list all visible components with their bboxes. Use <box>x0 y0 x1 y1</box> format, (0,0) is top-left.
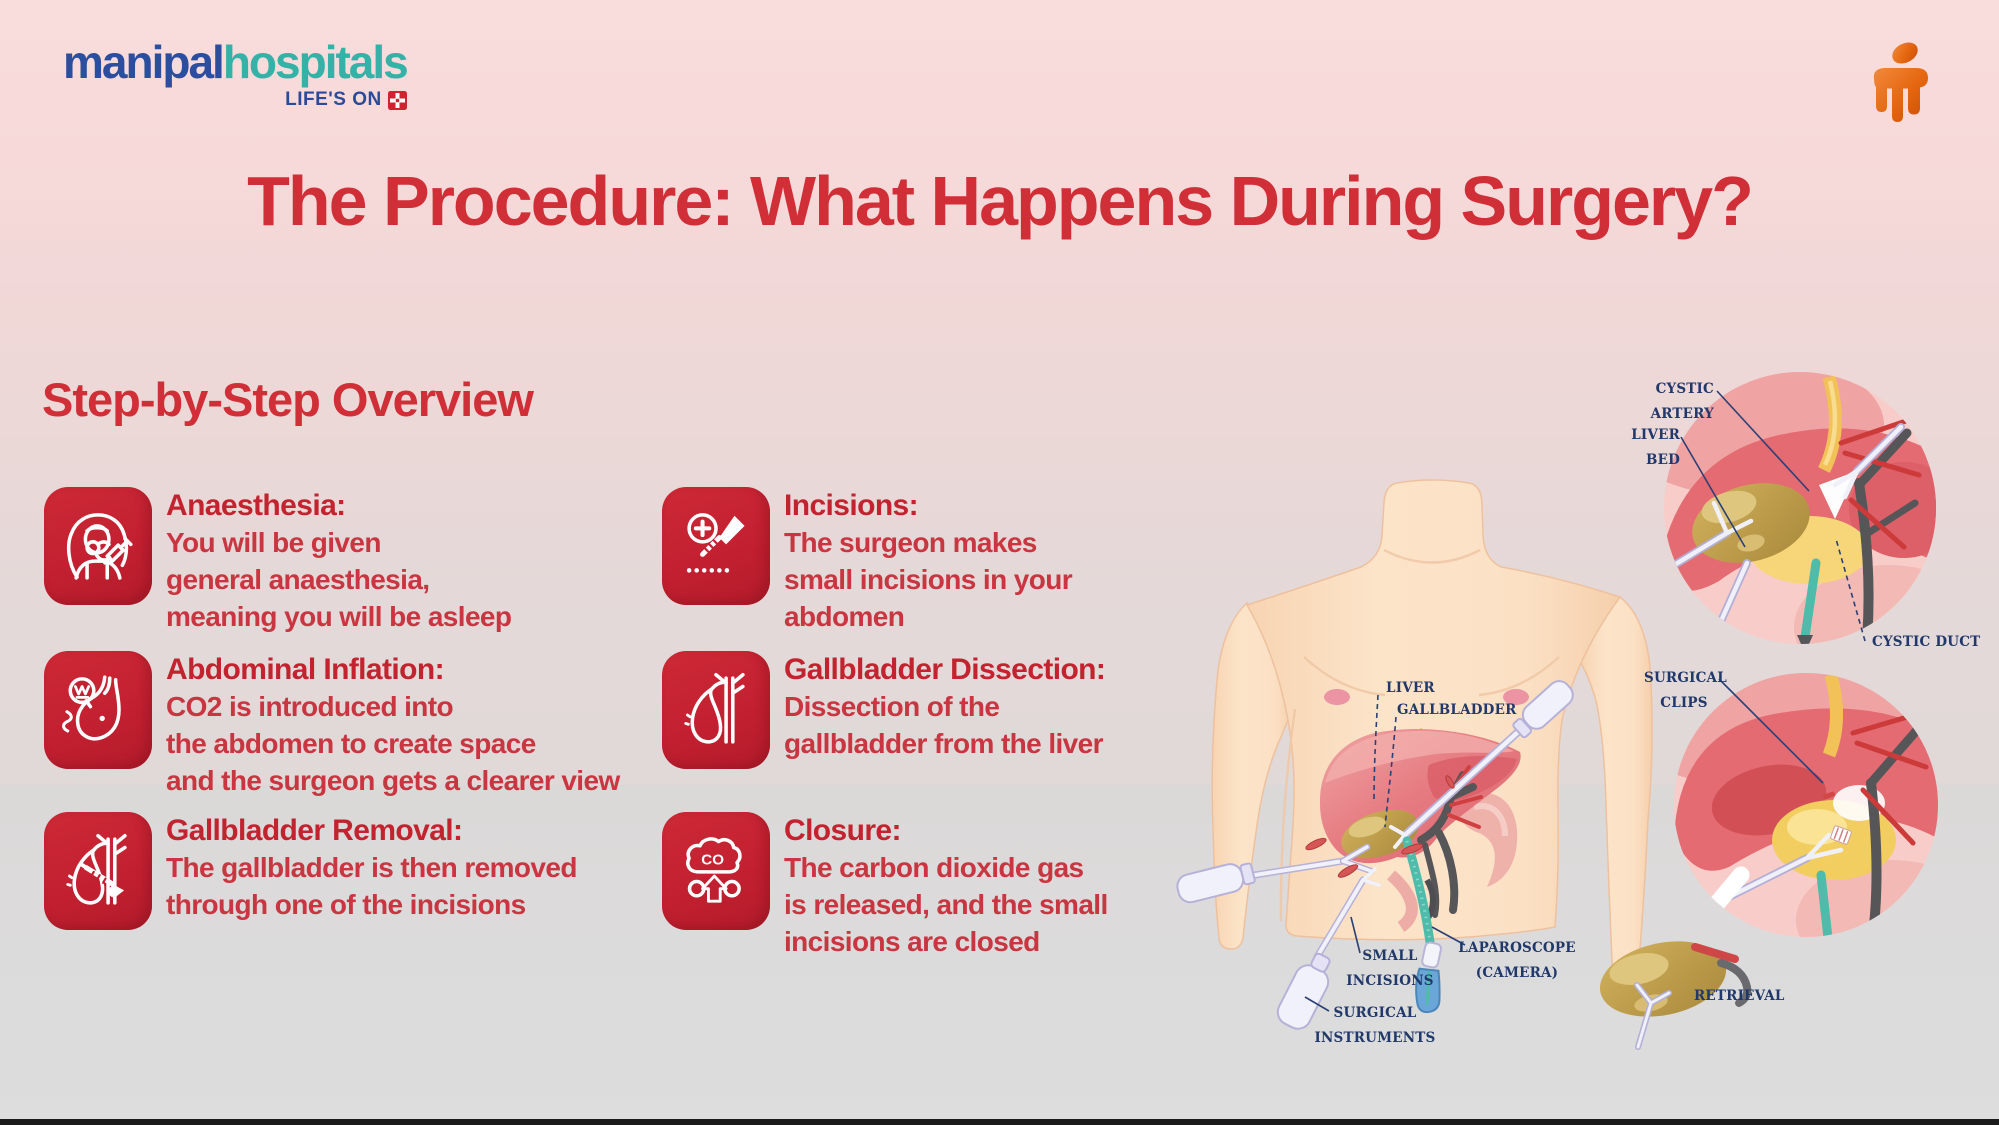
step-card-gallbladder-removal: Gallbladder Removal: The gallbladder is … <box>44 812 577 930</box>
logo-wordmark: manipalhospitals <box>63 36 409 88</box>
left-nipple <box>1324 689 1350 705</box>
laparoscopic-instruments <box>1176 680 1574 1030</box>
step-line: The carbon dioxide gas <box>784 852 1084 883</box>
dissection-detail-inset <box>1664 372 1936 644</box>
cystic-artery-label: CYSTIC ARTERY <box>1650 381 1714 422</box>
step-title: Gallbladder Removal: <box>166 814 463 847</box>
incision-marks <box>1305 775 1455 878</box>
manipal-figure-icon <box>1873 42 1928 122</box>
step-card-incisions: Incisions: The surgeon makes small incis… <box>662 487 1073 635</box>
step-title: Abdominal Inflation: <box>166 653 445 686</box>
step-line: the abdomen to create space <box>166 728 536 759</box>
step-card-abdominal-inflation: Abdominal Inflation: CO2 is introduced i… <box>44 651 620 799</box>
liver-bed-label: LIVER BED <box>1631 427 1680 468</box>
step-line: meaning you will be asleep <box>166 601 512 632</box>
logo-tagline: LIFE'S ON <box>285 89 382 111</box>
gallbladder-label: GALLBLADDER <box>1397 702 1517 718</box>
step-line: Dissection of the <box>784 691 1000 722</box>
step-line: abdomen <box>784 601 905 632</box>
step-line: incisions are closed <box>784 926 1040 957</box>
step-line: through one of the incisions <box>166 889 526 920</box>
step-line: and the surgeon gets a clearer view <box>166 765 620 796</box>
laparoscope-label: LAPAROSCOPE (CAMERA) <box>1458 940 1576 981</box>
page-title: The Procedure: What Happens During Surge… <box>247 162 1754 240</box>
logo-hospitals: hospitals <box>222 36 409 88</box>
red-cross-icon <box>387 90 407 110</box>
step-line: is released, and the small <box>784 889 1108 920</box>
step-card-anaesthesia: Anaesthesia: You will be given general a… <box>44 487 512 635</box>
step-title: Gallbladder Dissection: <box>784 653 1106 686</box>
step-card-closure: CO Closure: The carbon dioxide gas is re… <box>662 812 1108 960</box>
right-nipple <box>1503 689 1529 705</box>
bottom-bar <box>0 1119 1999 1125</box>
instrument-handle <box>1512 680 1574 739</box>
gallbladder-organ <box>1341 809 1419 859</box>
small-incisions-label: SMALL INCISIONS <box>1346 948 1434 989</box>
anaesthesia-icon <box>44 487 152 605</box>
gallbladder-removal-icon <box>44 812 152 930</box>
step-title: Closure: <box>784 814 901 847</box>
step-line: general anaesthesia, <box>166 564 430 595</box>
step-line: gallbladder from the liver <box>784 728 1104 759</box>
closure-icon: CO <box>662 812 770 930</box>
step-line: The surgeon makes <box>784 527 1037 558</box>
surgical-clips-label: SURGICAL CLIPS <box>1644 670 1727 711</box>
step-line: small incisions in your <box>784 564 1073 595</box>
step-card-gallbladder-dissection: Gallbladder Dissection: Dissection of th… <box>662 651 1106 769</box>
incisions-icon <box>662 487 770 605</box>
label-leader-lines <box>1304 390 1866 1012</box>
figure-head <box>1892 42 1918 64</box>
retrieval-label: RETRIEVAL <box>1694 988 1785 1004</box>
manipal-hospitals-logo: manipalhospitals LIFE'S ON <box>63 36 409 111</box>
step-title: Incisions: <box>784 489 919 522</box>
abdominal-inflation-icon <box>44 651 152 769</box>
step-line: CO2 is introduced into <box>166 691 454 722</box>
figure-body <box>1873 68 1928 122</box>
logo-manipal: manipal <box>63 36 225 88</box>
step-line: You will be given <box>166 527 381 558</box>
retrieved-gallbladder <box>1599 941 1752 1050</box>
cystic-duct-label: CYSTIC DUCT <box>1872 634 1981 650</box>
liver-label: LIVER <box>1386 680 1435 696</box>
surgery-illustration <box>1176 372 1938 1050</box>
co-gas-text: CO <box>701 851 724 868</box>
surgical-instruments-label: SURGICAL INSTRUMENTS <box>1314 1005 1436 1046</box>
gallbladder-dissection-icon <box>662 651 770 769</box>
step-line: The gallbladder is then removed <box>166 852 577 883</box>
section-heading: Step-by-Step Overview <box>42 373 534 426</box>
step-title: Anaesthesia: <box>166 489 346 522</box>
